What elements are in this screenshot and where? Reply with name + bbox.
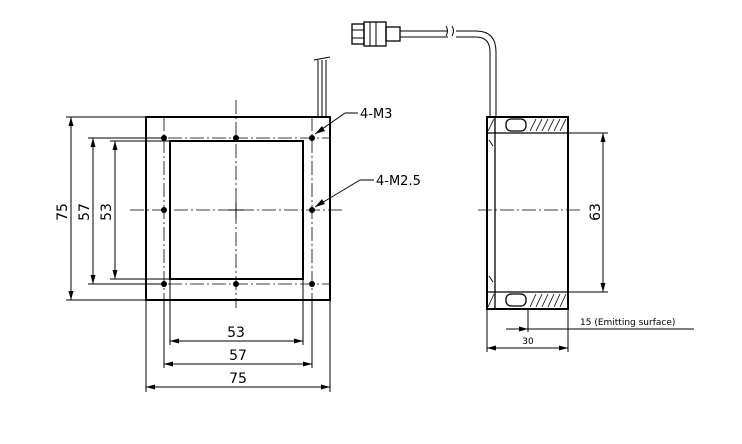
dim-diameter-63	[568, 132, 608, 293]
callout-m3-label: 4-M3	[360, 107, 392, 122]
hole-m25-left	[161, 207, 167, 213]
hole-m25-right	[309, 207, 315, 213]
dim-vertical-57	[88, 137, 164, 285]
dim-emitting-15	[506, 309, 694, 332]
dim-emitting-15-label: 15 (Emitting surface)	[580, 318, 675, 328]
dim-diameter-63-label: 63	[588, 203, 604, 221]
hole-bottom-mid	[233, 281, 239, 287]
dim-horizontal-75	[145, 300, 331, 392]
front-cable-break	[313, 56, 331, 61]
callout-arrow-m25	[315, 199, 325, 207]
connector	[351, 21, 401, 47]
hole-m3-top-right	[309, 135, 315, 141]
side-rib	[488, 139, 494, 147]
dim-vertical-53-label: 53	[99, 203, 115, 221]
front-plate-outline	[145, 116, 331, 301]
hole-top-mid	[233, 135, 239, 141]
callout-arrow-m3	[315, 126, 325, 134]
dim-vertical-75	[66, 116, 146, 301]
front-view: 4-M3 4-M2.5 75 57 53	[55, 56, 421, 392]
callout-m25-label: 4-M2.5	[376, 174, 421, 189]
dim-vertical-53	[110, 140, 170, 280]
hole-m3-bottom-right	[309, 281, 315, 287]
side-hatch-top	[487, 118, 567, 132]
dim-depth-30-label: 30	[522, 337, 534, 347]
side-rib	[488, 275, 494, 283]
cable	[400, 25, 497, 117]
dim-horizontal-53-label: 53	[227, 325, 245, 341]
side-hatch-bottom	[487, 293, 567, 308]
dim-horizontal-75-label: 75	[229, 371, 247, 387]
dim-horizontal-57	[163, 300, 313, 368]
dim-horizontal-57-label: 57	[229, 348, 247, 364]
dim-horizontal-53	[169, 279, 304, 345]
side-view: 63 30 15 (Emitting surface)	[351, 21, 694, 352]
dim-depth-30	[486, 309, 569, 352]
side-housing	[486, 116, 569, 310]
dim-vertical-57-label: 57	[77, 203, 93, 221]
dim-vertical-75-label: 75	[55, 203, 71, 221]
